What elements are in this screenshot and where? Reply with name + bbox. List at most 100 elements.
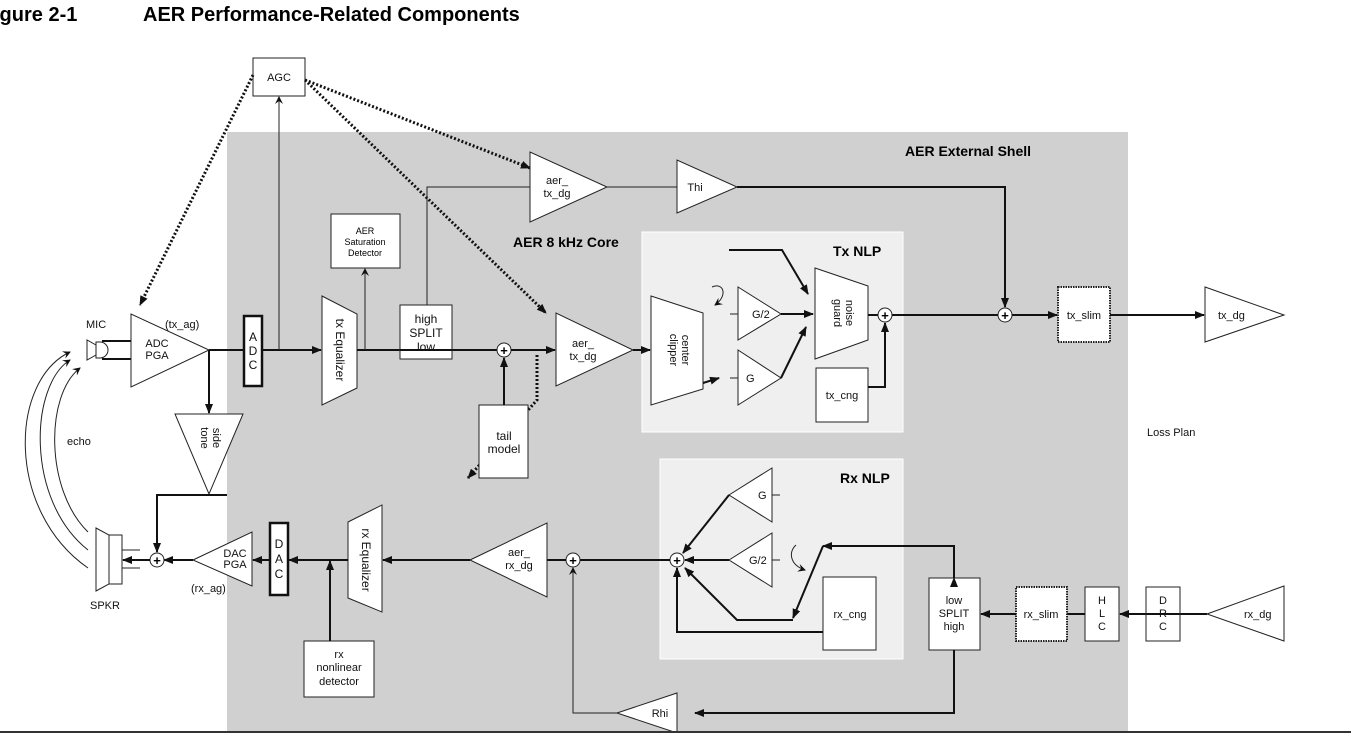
mic-icon	[86, 339, 131, 361]
aer-rx-dg-amplifier: aer_ rx_dg	[468, 522, 548, 598]
svg-text:high: high	[944, 621, 965, 633]
svg-text:center: center	[679, 335, 691, 366]
svg-text:tx_dg: tx_dg	[544, 188, 571, 200]
feedback-curve-icon	[790, 544, 806, 572]
dac-pga-amplifier: DAC PGA	[191, 531, 253, 587]
svg-text:L: L	[1099, 608, 1105, 620]
thi-amplifier: Thi	[676, 159, 739, 214]
rx-nlp-sum: +	[669, 552, 685, 568]
side-tone-amplifier: side tone	[174, 413, 244, 496]
rx-dg-amplifier: rx_dg	[1205, 585, 1285, 642]
svg-text:guard: guard	[831, 299, 843, 327]
svg-text:Detector: Detector	[348, 248, 382, 258]
mic-label: MIC	[86, 319, 106, 331]
svg-text:detector: detector	[319, 676, 359, 688]
rx-equalizer-block: rx Equalizer	[347, 504, 383, 613]
noise-guard-block: noise guard	[814, 267, 869, 360]
svg-text:rx_cng: rx_cng	[833, 609, 866, 621]
tx-nlp-label: Tx NLP	[833, 243, 881, 259]
svg-text:SPLIT: SPLIT	[409, 326, 443, 340]
svg-text:rx_dg: rx_dg	[1244, 609, 1272, 621]
tail-model-block: tail model	[478, 404, 529, 479]
svg-text:R: R	[1159, 608, 1167, 620]
svg-text:clipper: clipper	[667, 334, 679, 367]
drc-block: D R C	[1145, 586, 1181, 642]
svg-text:tx_slim: tx_slim	[1067, 310, 1101, 322]
svg-text:C: C	[275, 567, 284, 581]
rx-cng-block: rx_cng	[822, 576, 877, 651]
agc-control-line	[138, 74, 255, 306]
svg-text:low: low	[946, 595, 963, 607]
svg-text:+: +	[881, 308, 889, 323]
rx-nonlinear-detector-block: rx nonlinear detector	[303, 640, 375, 698]
adc-block: A D C	[242, 314, 264, 388]
echo-label: echo	[67, 436, 91, 448]
svg-text:tone: tone	[198, 427, 210, 448]
svg-text:+: +	[153, 553, 161, 568]
tx-slim-block: tx_slim	[1057, 286, 1111, 343]
svg-text:Saturation: Saturation	[344, 237, 385, 247]
svg-text:side: side	[210, 428, 222, 448]
tx-g-amplifier: G	[730, 349, 782, 406]
dac-block: D A C	[268, 521, 290, 597]
tx-g-half-amplifier: G/2	[730, 286, 782, 341]
svg-text:D: D	[1159, 595, 1167, 607]
feedback-curve-icon	[711, 285, 724, 306]
agc-control-line	[304, 78, 531, 170]
svg-text:SPLIT: SPLIT	[939, 608, 970, 620]
svg-text:C: C	[249, 358, 258, 372]
svg-text:high: high	[415, 312, 438, 326]
svg-text:+: +	[569, 553, 577, 568]
svg-text:ADC: ADC	[145, 338, 168, 350]
svg-text:rx_slim: rx_slim	[1024, 609, 1059, 621]
svg-text:rx_dg: rx_dg	[505, 560, 533, 572]
svg-text:tail: tail	[496, 429, 511, 443]
svg-text:rx Equalizer: rx Equalizer	[359, 528, 373, 591]
rx-g-half-amplifier: G/2	[728, 532, 780, 588]
tx-equalizer-block: tx Equalizer	[321, 295, 358, 406]
svg-text:model: model	[488, 442, 521, 456]
aer-tx-dg-amplifier: aer_ tx_dg	[555, 312, 635, 387]
svg-text:G: G	[758, 490, 767, 502]
svg-text:Thi: Thi	[687, 182, 702, 194]
figure-label: igure 2-1	[0, 4, 77, 26]
loss-plan-label: Loss Plan	[1147, 427, 1195, 439]
hlc-block: H L C	[1084, 586, 1120, 642]
svg-text:tx Equalizer: tx Equalizer	[333, 319, 347, 382]
rx-split-block: low SPLIT high	[928, 577, 981, 651]
svg-text:DAC: DAC	[223, 548, 246, 560]
svg-text:noise: noise	[843, 300, 855, 326]
aer-tx-dg-top-amplifier: aer_ tx_dg	[529, 151, 609, 223]
core-label: AER 8 kHz Core	[513, 234, 619, 250]
svg-text:AGC: AGC	[267, 72, 291, 84]
svg-text:C: C	[1159, 621, 1167, 633]
tx-dg-amplifier: tx_dg	[1204, 286, 1286, 343]
svg-text:aer_: aer_	[546, 175, 569, 187]
rx-slim-block: rx_slim	[1015, 586, 1068, 642]
svg-text:PGA: PGA	[145, 350, 169, 362]
svg-text:+: +	[500, 343, 508, 358]
svg-text:C: C	[1098, 621, 1106, 633]
adc-pga-amplifier: ADC PGA	[130, 313, 211, 388]
echo-path-arrows	[24, 351, 89, 569]
svg-text:rx: rx	[334, 649, 344, 661]
svg-text:G/2: G/2	[749, 555, 767, 567]
speaker-sum: +	[149, 552, 165, 568]
shell-label: AER External Shell	[905, 143, 1031, 159]
svg-text:aer_: aer_	[508, 547, 531, 559]
svg-text:+: +	[1001, 308, 1009, 323]
svg-text:nonlinear: nonlinear	[316, 662, 362, 674]
svg-text:A: A	[249, 330, 257, 344]
tail-control-line	[466, 355, 539, 479]
svg-text:low: low	[417, 340, 435, 354]
svg-text:G/2: G/2	[752, 309, 770, 321]
shell-tx-sum: +	[997, 307, 1013, 323]
svg-text:D: D	[249, 344, 258, 358]
rx-ag-label: (rx_ag)	[191, 583, 226, 595]
svg-text:+: +	[673, 553, 681, 568]
rx-nlp-label: Rx NLP	[840, 470, 890, 486]
saturation-detector-block: AER Saturation Detector	[330, 213, 401, 269]
tx-cng-block: tx_cng	[815, 367, 869, 423]
svg-text:tx_cng: tx_cng	[826, 390, 858, 402]
